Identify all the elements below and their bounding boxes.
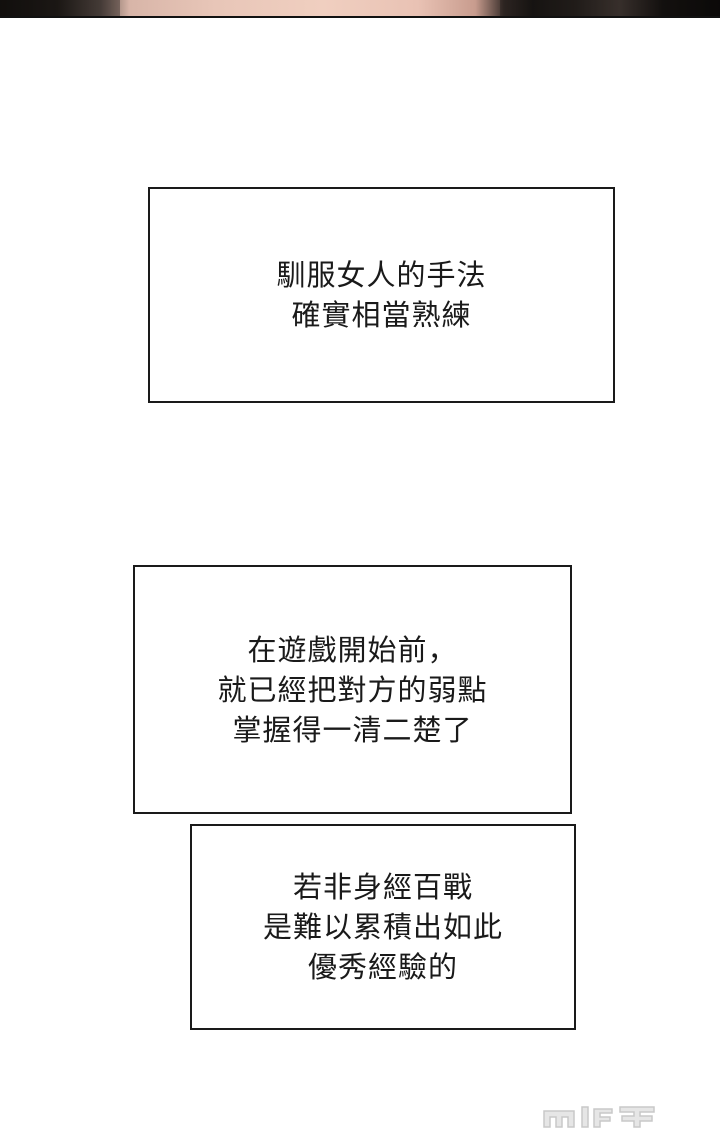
caption-line: 就已經把對方的弱點 — [217, 672, 488, 707]
caption-line: 優秀經驗的 — [307, 950, 458, 984]
site-watermark-icon — [536, 1101, 662, 1129]
caption-box-2: 在遊戲開始前， 就已經把對方的弱點 掌握得一清二楚了 — [133, 565, 572, 814]
caption-line: 確實相當熟練 — [291, 298, 472, 332]
caption-line: 在遊戲開始前， — [247, 632, 458, 667]
caption-line: 若非身經百戰 — [292, 870, 473, 904]
caption-line: 馴服女人的手法 — [276, 258, 487, 292]
caption-box-3: 若非身經百戰 是難以累積出如此 優秀經驗的 — [190, 824, 576, 1030]
caption-line: 掌握得一清二楚了 — [232, 712, 473, 747]
caption-line: 是難以累積出如此 — [262, 910, 503, 944]
caption-box-1: 馴服女人的手法 確實相當熟練 — [148, 187, 615, 403]
comic-panel-top-edge — [0, 0, 720, 18]
